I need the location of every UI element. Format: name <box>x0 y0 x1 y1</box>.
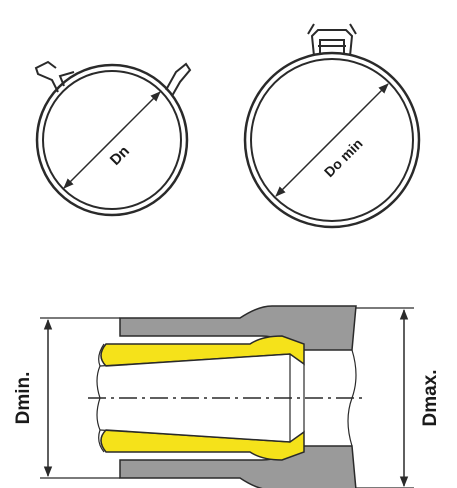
clamp-left-tab-inner <box>58 71 75 87</box>
clamp-left-tab <box>34 60 59 93</box>
clamp-right-tab <box>165 62 192 97</box>
spring-clamp: Dn <box>34 60 192 217</box>
hose-cross-section: Dmin. Dmax. <box>13 305 441 488</box>
dmax-label: Dmax. <box>420 369 441 426</box>
clamp2-bracket-ears <box>307 23 357 47</box>
clamp-outer-ring <box>35 63 189 217</box>
insert-top <box>100 335 305 367</box>
dmin-label: Dmin. <box>13 372 34 425</box>
dn-dimension-arrow <box>63 91 161 189</box>
insert-bottom <box>100 429 305 461</box>
clamp2-bracket <box>310 29 354 57</box>
clamp2-inner-ring <box>250 58 414 222</box>
clamp2-outer-ring <box>243 51 421 229</box>
do-min-label: Do min <box>321 135 366 180</box>
wire-clamp: Do min <box>243 23 421 229</box>
clamp-inner-ring <box>42 70 182 210</box>
dn-label: Dn <box>107 143 133 169</box>
do-min-dimension-arrow <box>275 83 389 197</box>
